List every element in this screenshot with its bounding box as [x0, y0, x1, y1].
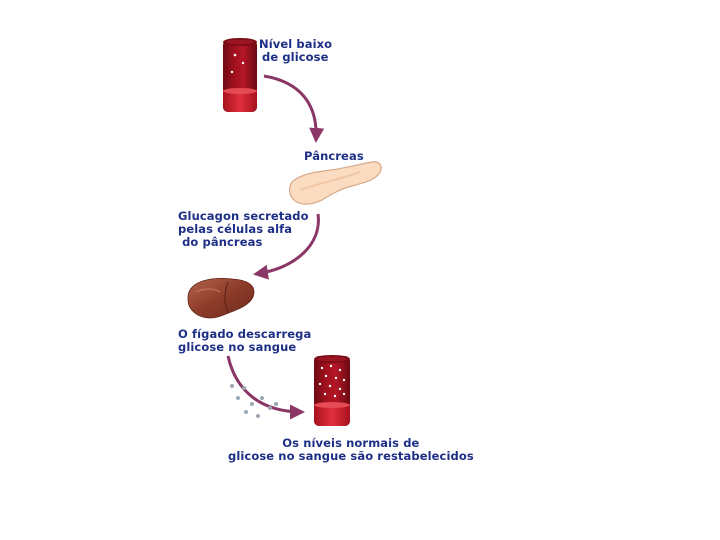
- label-glucagon: Glucagon secretado pelas células alfa do…: [178, 209, 309, 249]
- liver-icon: [187, 278, 255, 319]
- arrow-tube-to-pancreas: [263, 74, 325, 143]
- blood-tube-normal-glucose-icon: [314, 355, 350, 426]
- label-low-glucose: Nível baixo de glicose: [259, 37, 333, 64]
- label-normal-levels: Os níveis normais de glicose no sangue s…: [228, 436, 474, 463]
- glucose-particles: [230, 384, 278, 418]
- pancreas-icon: [288, 161, 382, 205]
- arrow-pancreas-to-liver: [253, 213, 320, 280]
- blood-tube-low-glucose-icon: [223, 38, 257, 112]
- arrow-liver-to-tube: [226, 355, 305, 420]
- label-liver: O fígado descarrega glicose no sangue: [178, 327, 312, 354]
- label-pancreas: Pâncreas: [304, 149, 364, 163]
